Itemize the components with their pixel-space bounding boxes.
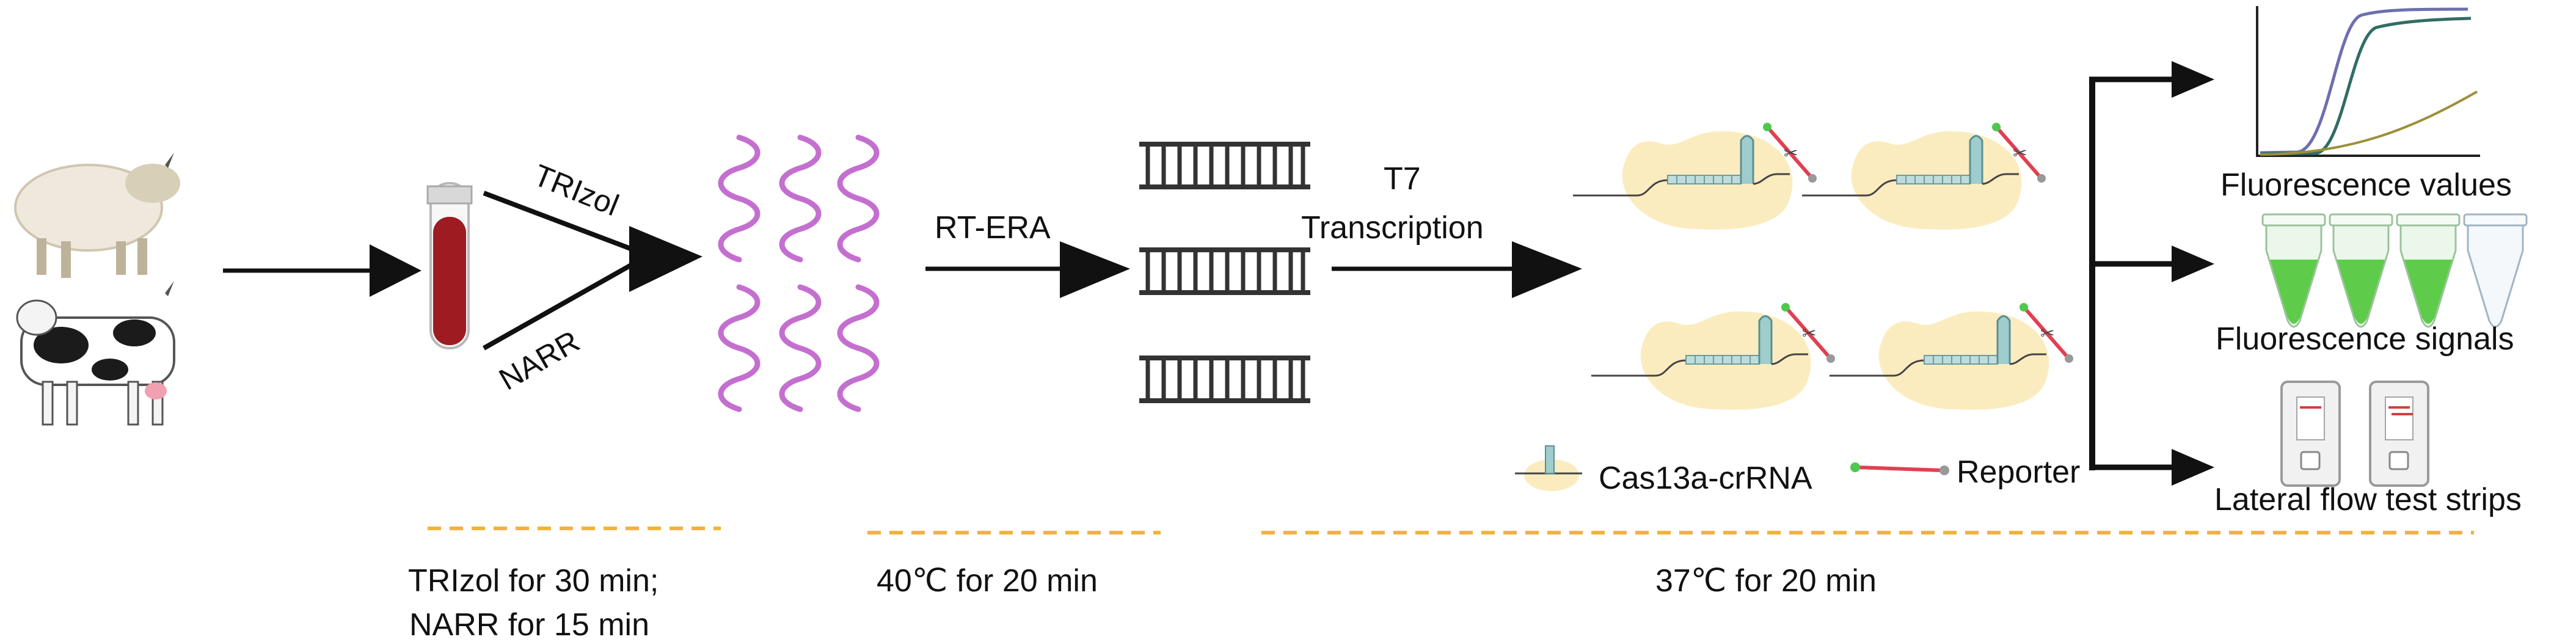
trizol-arm-label: TRIzol	[529, 158, 624, 222]
extraction-time-label-1: TRIzol for 30 min;	[408, 563, 659, 599]
extraction-branch-arrow	[483, 191, 702, 351]
arrow-t7-transcription	[1332, 241, 1582, 298]
amplification-time-label: 40℃ for 20 min	[877, 563, 1098, 599]
timing-dashes	[428, 527, 2474, 534]
detection-time-label: 37℃ for 20 min	[1655, 563, 1877, 599]
rna-molecules	[721, 137, 877, 409]
arrow-animals-to-tube	[223, 244, 421, 297]
fluorescence-values-label: Fluorescence values	[2220, 167, 2512, 203]
rt-era-label: RT-ERA	[935, 210, 1051, 246]
sheep-icon	[14, 153, 180, 278]
legend-reporter-label: Reporter	[1957, 454, 2080, 490]
dna-ladders	[1139, 142, 1310, 403]
cow-icon	[16, 281, 175, 426]
test-strip-icon	[2280, 381, 2429, 487]
readout-branch-arrows	[2089, 61, 2214, 486]
fluorescence-tubes	[2261, 213, 2528, 328]
extraction-time-label-2: NARR for 15 min	[409, 607, 649, 642]
legend-cas13a-icon	[1515, 445, 1582, 491]
cas13a-complexes	[1573, 123, 2073, 410]
blood-tube-icon	[426, 182, 473, 349]
legend-cas13a-label: Cas13a-crRNA	[1599, 461, 1812, 496]
legend-reporter-icon	[1850, 462, 1949, 475]
fluorescence-curves-plot	[2256, 6, 2480, 157]
transcription-label: Transcription	[1301, 210, 1484, 246]
fluorescence-signals-label: Fluorescence signals	[2216, 321, 2514, 357]
t7-label: T7	[1384, 161, 1421, 197]
lateral-flow-label: Lateral flow test strips	[2214, 482, 2522, 517]
arrow-rt-era	[925, 241, 1130, 298]
